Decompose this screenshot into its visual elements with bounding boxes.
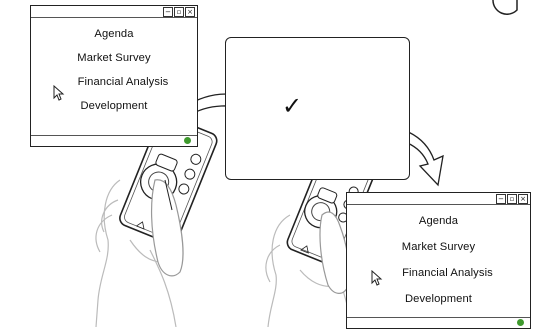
menu-item-development[interactable]: Development (404, 293, 473, 305)
transition-window: ✓ (225, 37, 410, 180)
restore-button[interactable]: ▫ (507, 194, 517, 204)
result-titlebar: − ▫ × (347, 193, 530, 205)
menu-item-market-survey[interactable]: Market Survey (401, 241, 476, 253)
mouse-pointer-icon (53, 85, 65, 101)
result-statusbar (347, 317, 530, 328)
menu-item-financial-analysis[interactable]: Financial Analysis (77, 76, 169, 88)
minimize-button[interactable]: − (496, 194, 506, 204)
source-window: − ▫ × Agenda Market Survey Financial Ana… (30, 5, 198, 147)
corner-circle-fragment (492, 0, 518, 15)
menu-item-financial-analysis[interactable]: Financial Analysis (402, 267, 493, 279)
menu-item-agenda[interactable]: Agenda (418, 215, 459, 227)
green-status-dot-icon (184, 137, 191, 144)
source-menu-list: Agenda Market Survey Financial Analysis … (31, 28, 197, 124)
restore-button[interactable]: ▫ (174, 7, 184, 17)
menu-item-development[interactable]: Development (80, 100, 148, 112)
menu-item-agenda[interactable]: Agenda (94, 28, 134, 40)
close-button[interactable]: × (518, 194, 528, 204)
minimize-button[interactable]: − (163, 7, 173, 17)
mouse-pointer-icon (371, 270, 383, 286)
left-thumb-sketch (150, 179, 184, 277)
result-menu-list: Agenda Market Survey Financial Analysis … (347, 215, 530, 319)
source-titlebar: − ▫ × (31, 6, 197, 18)
close-button[interactable]: × (185, 7, 195, 17)
result-window: − ▫ × Agenda Market Survey Financial Ana… (346, 192, 531, 329)
green-status-dot-icon (517, 319, 524, 326)
checkmark-icon: ✓ (282, 92, 303, 120)
source-statusbar (31, 135, 197, 146)
menu-item-market-survey[interactable]: Market Survey (77, 52, 151, 64)
